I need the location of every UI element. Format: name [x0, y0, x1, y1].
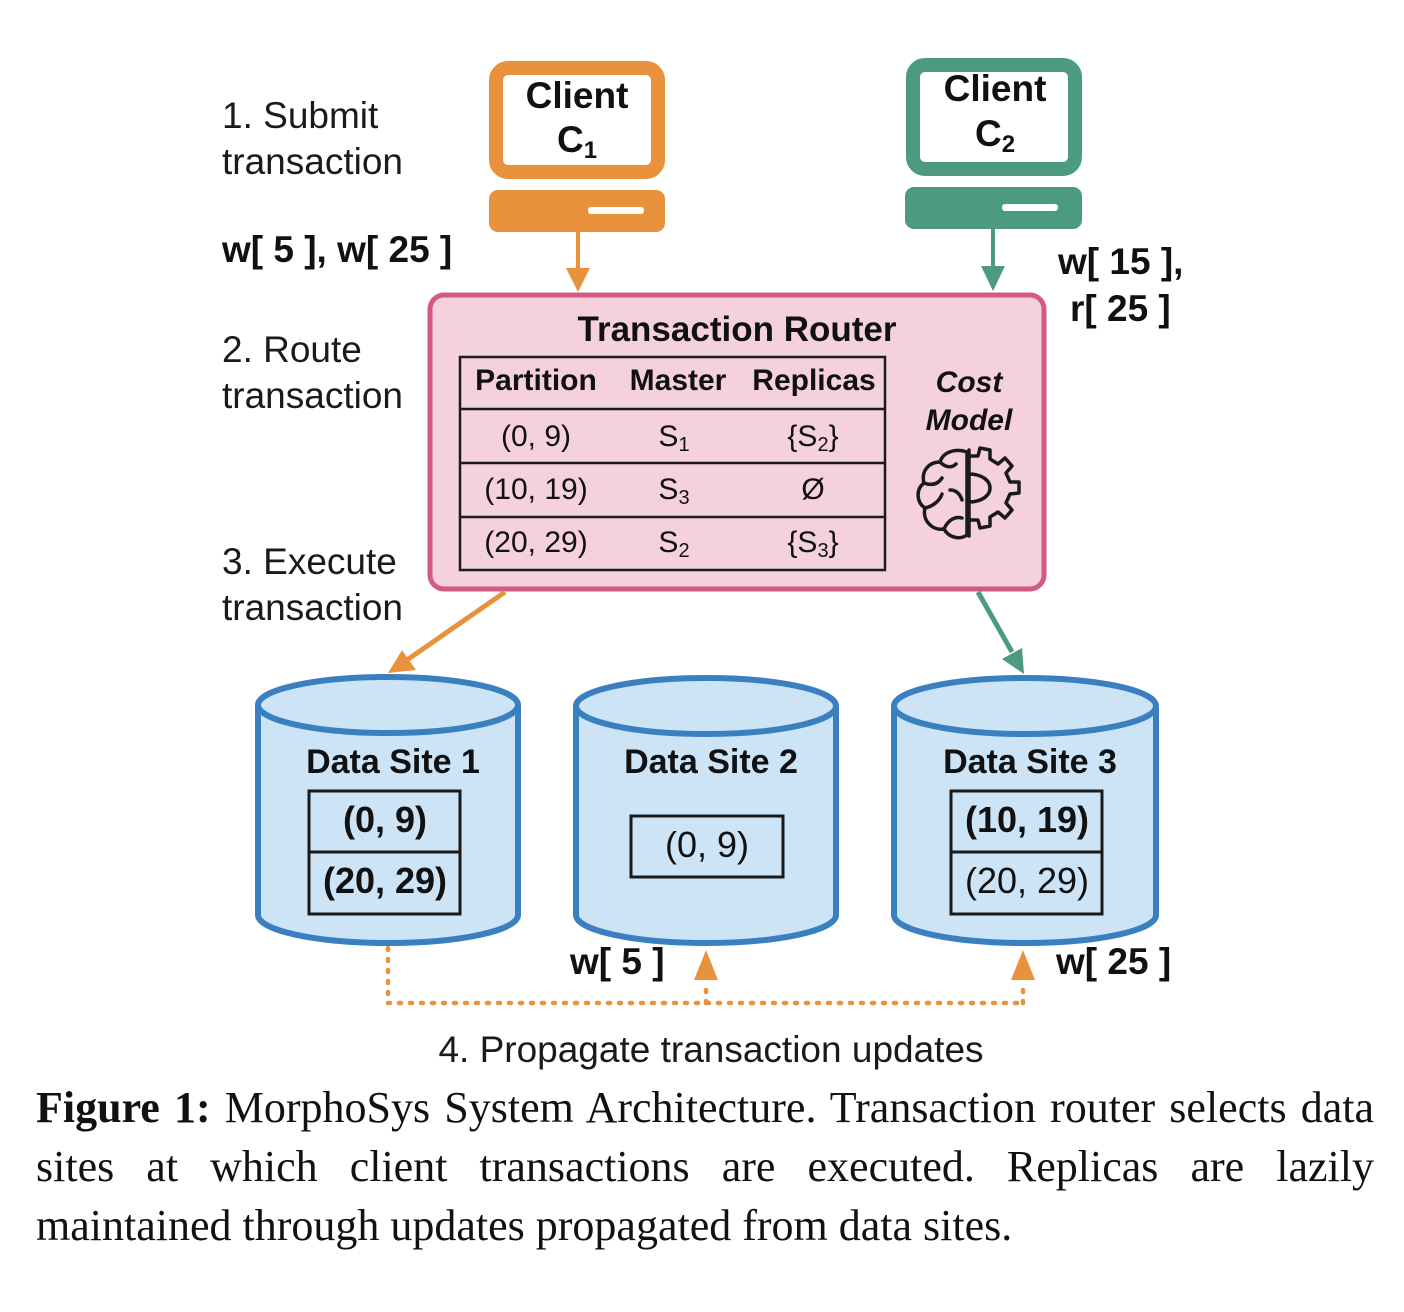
cost-model-line1: Cost: [936, 366, 1005, 399]
row1-replicas: {S2}: [787, 420, 838, 456]
client-c2-label: Client: [944, 68, 1047, 109]
propagation-arrowhead-site3: [1011, 950, 1035, 980]
client-c1-ops: w[ 5 ], w[ 25 ]: [221, 229, 452, 270]
step-execute-line2: transaction: [222, 587, 403, 628]
step-execute-line1: 3. Execute: [222, 541, 397, 582]
data-site-2-partition: (0, 9): [665, 824, 749, 865]
client-c2-ops-line1: w[ 15 ],: [1057, 241, 1183, 282]
data-site-1-partition: (20, 29): [323, 860, 447, 901]
client-c1-monitor: [489, 61, 665, 179]
client-c2: Client C2: [905, 58, 1082, 229]
row2-master: S3: [658, 473, 689, 509]
data-site-1-title: Data Site 1: [306, 743, 480, 781]
propagation-arrowhead-site2: [694, 950, 718, 980]
propagation-label-site3: w[ 25 ]: [1055, 941, 1171, 982]
execute-arrowhead-green: [1002, 648, 1024, 674]
data-site-2-title: Data Site 2: [624, 743, 798, 781]
row2-partition: (10, 19): [484, 473, 587, 506]
router-title: Transaction Router: [578, 310, 897, 349]
client-c1-label: Client: [526, 75, 629, 116]
step-route-line1: 2. Route: [222, 329, 362, 370]
row1-master: S1: [658, 420, 689, 456]
row3-partition: (20, 29): [484, 526, 587, 559]
client-c2-ops-line2: r[ 25 ]: [1070, 288, 1171, 329]
figure-caption-text: MorphoSys System Architecture. Transacti…: [36, 1083, 1374, 1250]
table-header-replicas: Replicas: [752, 364, 875, 397]
client-c1: Client C1: [489, 61, 665, 232]
row2-replicas: Ø: [801, 473, 824, 506]
data-site-1-partition: (0, 9): [343, 799, 427, 840]
data-site-3-partition: (10, 19): [965, 799, 1089, 840]
brain-gear-icon: [916, 446, 1021, 540]
row3-master: S2: [658, 526, 689, 562]
architecture-diagram: 1. Submit transaction 2. Route transacti…: [221, 58, 1183, 1070]
step-propagate: 4. Propagate transaction updates: [438, 1029, 983, 1070]
cost-model-line2: Model: [926, 404, 1013, 437]
step-route-line2: transaction: [222, 375, 403, 416]
client-c2-base: [905, 187, 1082, 229]
step-submit-line1: 1. Submit: [222, 95, 379, 136]
client-c1-slot: [588, 207, 644, 214]
client-c2-slot: [1002, 204, 1058, 211]
propagation-lines: [385, 945, 1026, 1006]
table-row: (0, 9) S1 {S2}: [501, 420, 839, 456]
table-header-master: Master: [630, 364, 727, 397]
data-site-3-partition: (20, 29): [965, 860, 1089, 901]
figure-caption-label: Figure 1:: [36, 1083, 211, 1132]
table-row: (10, 19) S3 Ø: [484, 473, 824, 509]
client-c1-id: C1: [557, 119, 597, 164]
data-site-2: Data Site 2 (0, 9): [573, 675, 839, 946]
router-box: [427, 292, 1047, 592]
client-c2-arrowhead: [981, 266, 1005, 291]
data-site-1: Data Site 1 (0, 9) (20, 29): [255, 674, 521, 946]
row1-partition: (0, 9): [501, 420, 571, 453]
client-c1-arrowhead: [566, 268, 590, 292]
client-c1-base: [489, 190, 665, 232]
step-submit-line2: transaction: [222, 141, 403, 182]
execute-arrow-green: [975, 590, 1015, 654]
table-row: (20, 29) S2 {S3}: [484, 526, 838, 562]
table-header-partition: Partition: [475, 364, 597, 397]
client-c2-monitor: [906, 58, 1082, 176]
data-site-2-partitions: [629, 814, 785, 879]
client-c2-id: C2: [975, 113, 1015, 158]
data-site-3: Data Site 3 (10, 19) (20, 29): [891, 675, 1159, 946]
figure-caption: Figure 1: MorphoSys System Architecture.…: [36, 1078, 1374, 1255]
propagation-label-site2: w[ 5 ]: [569, 941, 665, 982]
transaction-router: Transaction Router Partition Master Repl…: [427, 292, 1047, 592]
execute-arrowhead-orange: [388, 650, 416, 673]
row3-replicas: {S3}: [787, 526, 838, 562]
data-site-3-title: Data Site 3: [943, 743, 1117, 781]
execute-arrow-orange: [405, 589, 507, 663]
